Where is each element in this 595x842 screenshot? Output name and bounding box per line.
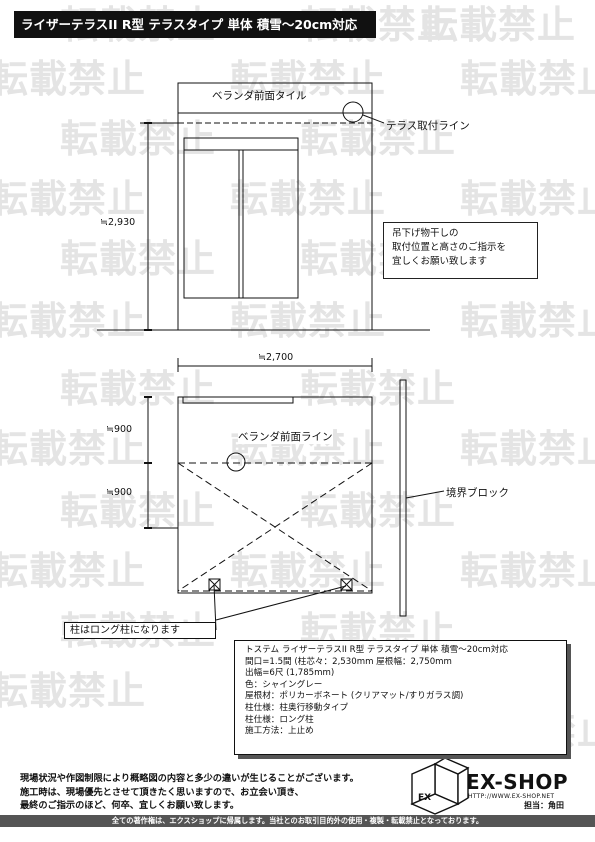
spec-box: トステム ライザーテラスII R型 テラスタイプ 単体 積雪〜20cm対応 間口… <box>234 640 567 755</box>
watermark-text: 転載禁止 <box>460 549 595 593</box>
watermark-text: 転載禁止 <box>230 549 387 593</box>
watermark-text: 転載禁止 <box>300 117 457 161</box>
boundary-block <box>399 379 407 617</box>
watermark-text: 転載禁止 <box>60 117 217 161</box>
watermark-text: 転載禁止 <box>0 427 147 471</box>
plan-window <box>182 396 294 404</box>
watermark-text: 転載禁止 <box>460 427 595 471</box>
footer-notice-line: 最終のご指示のほど、何卒、宜しくお願い致します。 <box>20 800 240 811</box>
pillar-note: 柱はロング柱になります <box>64 622 216 639</box>
depth-dimension-2: ≒900 <box>106 487 133 498</box>
terrace-diagonal-2 <box>177 462 373 592</box>
spec-line: 屋根材：ポリカーボネート (クリアマット/すりガラス調) <box>245 691 464 702</box>
watermark-text: 転載禁止 <box>420 3 577 47</box>
mount-callout-circle <box>342 101 364 123</box>
watermark-text: 転載禁止 <box>230 177 387 221</box>
height-dimension: ≒2,930 <box>100 217 136 228</box>
watermark-text: 転載禁止 <box>60 489 217 533</box>
hanger-note-line-2: 取付位置と高さのご指示を <box>392 242 507 253</box>
svg-text:EX: EX <box>418 793 431 803</box>
brand-logo-icon: EX <box>410 757 470 815</box>
building-outline <box>177 82 373 331</box>
watermark-text: 転載禁止 <box>0 57 147 101</box>
watermark-text: 転載禁止 <box>60 237 217 281</box>
boundary-block-label: 境界ブロック <box>446 487 509 499</box>
post-right-x2 <box>340 578 353 591</box>
front-line-callout-circle <box>226 452 246 472</box>
watermark-text: 転載禁止 <box>0 669 147 713</box>
copyright-bar: 全ての著作権は、エクスショップに帰属します。当社とのお取引目的外の使用・複製・転… <box>0 815 595 827</box>
watermark-text: 転載禁止 <box>230 299 387 343</box>
hanger-note-line-1: 吊下げ物干しの <box>392 228 459 239</box>
footer-notice-line: 施工時は、現場優先とさせて頂きたく思いますので、お立会い頂き、 <box>20 786 304 798</box>
watermark-text: 転載禁止 <box>460 57 595 101</box>
person-in-charge: 担当：角田 <box>524 801 564 810</box>
spec-line: 施工方法：上止め <box>245 726 314 737</box>
brand-name: EX-SHOP <box>466 770 569 794</box>
tile-label: ベランダ前面タイル <box>212 90 307 102</box>
hanger-note-line-3: 宜しくお願い致します <box>392 256 488 267</box>
watermark-text: 転載禁止 <box>300 489 457 533</box>
window-outline <box>183 137 299 299</box>
spec-line: 間口=1.5間 (柱芯々：2,530mm 屋根幅：2,750mm <box>245 656 452 667</box>
watermark-text: 転載禁止 <box>0 177 147 221</box>
watermark-text: 転載禁止 <box>60 367 217 411</box>
depth-dimension-1: ≒900 <box>106 424 133 435</box>
width-dimension: ≒2,700 <box>258 352 294 363</box>
watermark-text: 転載禁止 <box>0 299 147 343</box>
spec-line: 柱仕様：柱奥行移動タイプ <box>245 702 349 713</box>
mount-callout-leader <box>362 114 385 124</box>
boundary-block-leader <box>405 490 445 499</box>
watermark-text: 転載禁止 <box>0 549 147 593</box>
watermark-text: 転載禁止 <box>230 57 387 101</box>
spec-line: トステム ライザーテラスII R型 テラスタイプ 単体 積雪〜20cm対応 <box>245 645 508 655</box>
front-line-label: ベランダ前面ライン <box>238 429 333 444</box>
post-left-x2 <box>208 578 221 591</box>
hanger-note: 吊下げ物干しの 取付位置と高さのご指示を 宜しくお願い致します <box>383 222 538 279</box>
plan-outline <box>177 396 373 594</box>
footer-notice-line: 現場状況や作図制限により概略図の内容と多少の違いが生じることがございます。 <box>20 773 359 784</box>
drawing-title: ライザーテラスII R型 テラスタイプ 単体 積雪〜20cm対応 <box>14 11 376 38</box>
terrace-roof-outline <box>177 462 373 592</box>
brand-url: HTTP://WWW.EX-SHOP.NET <box>468 793 555 800</box>
mount-line-label: テラス取付ライン <box>386 120 470 132</box>
spec-line: 色：シャイングレー <box>245 679 323 690</box>
watermark-text: 転載禁止 <box>460 177 595 221</box>
pillar-leader-right <box>215 585 347 621</box>
footer-notice: 現場状況や作図制限により概略図の内容と多少の違いが生じることがございます。 施工… <box>20 772 359 813</box>
watermark-text: 転載禁止 <box>460 299 595 343</box>
watermark-text: 転載禁止 <box>300 367 457 411</box>
spec-line: 柱仕様：ロング柱 <box>245 714 314 725</box>
spec-line: 出幅=6尺 (1,785mm) <box>245 668 335 679</box>
